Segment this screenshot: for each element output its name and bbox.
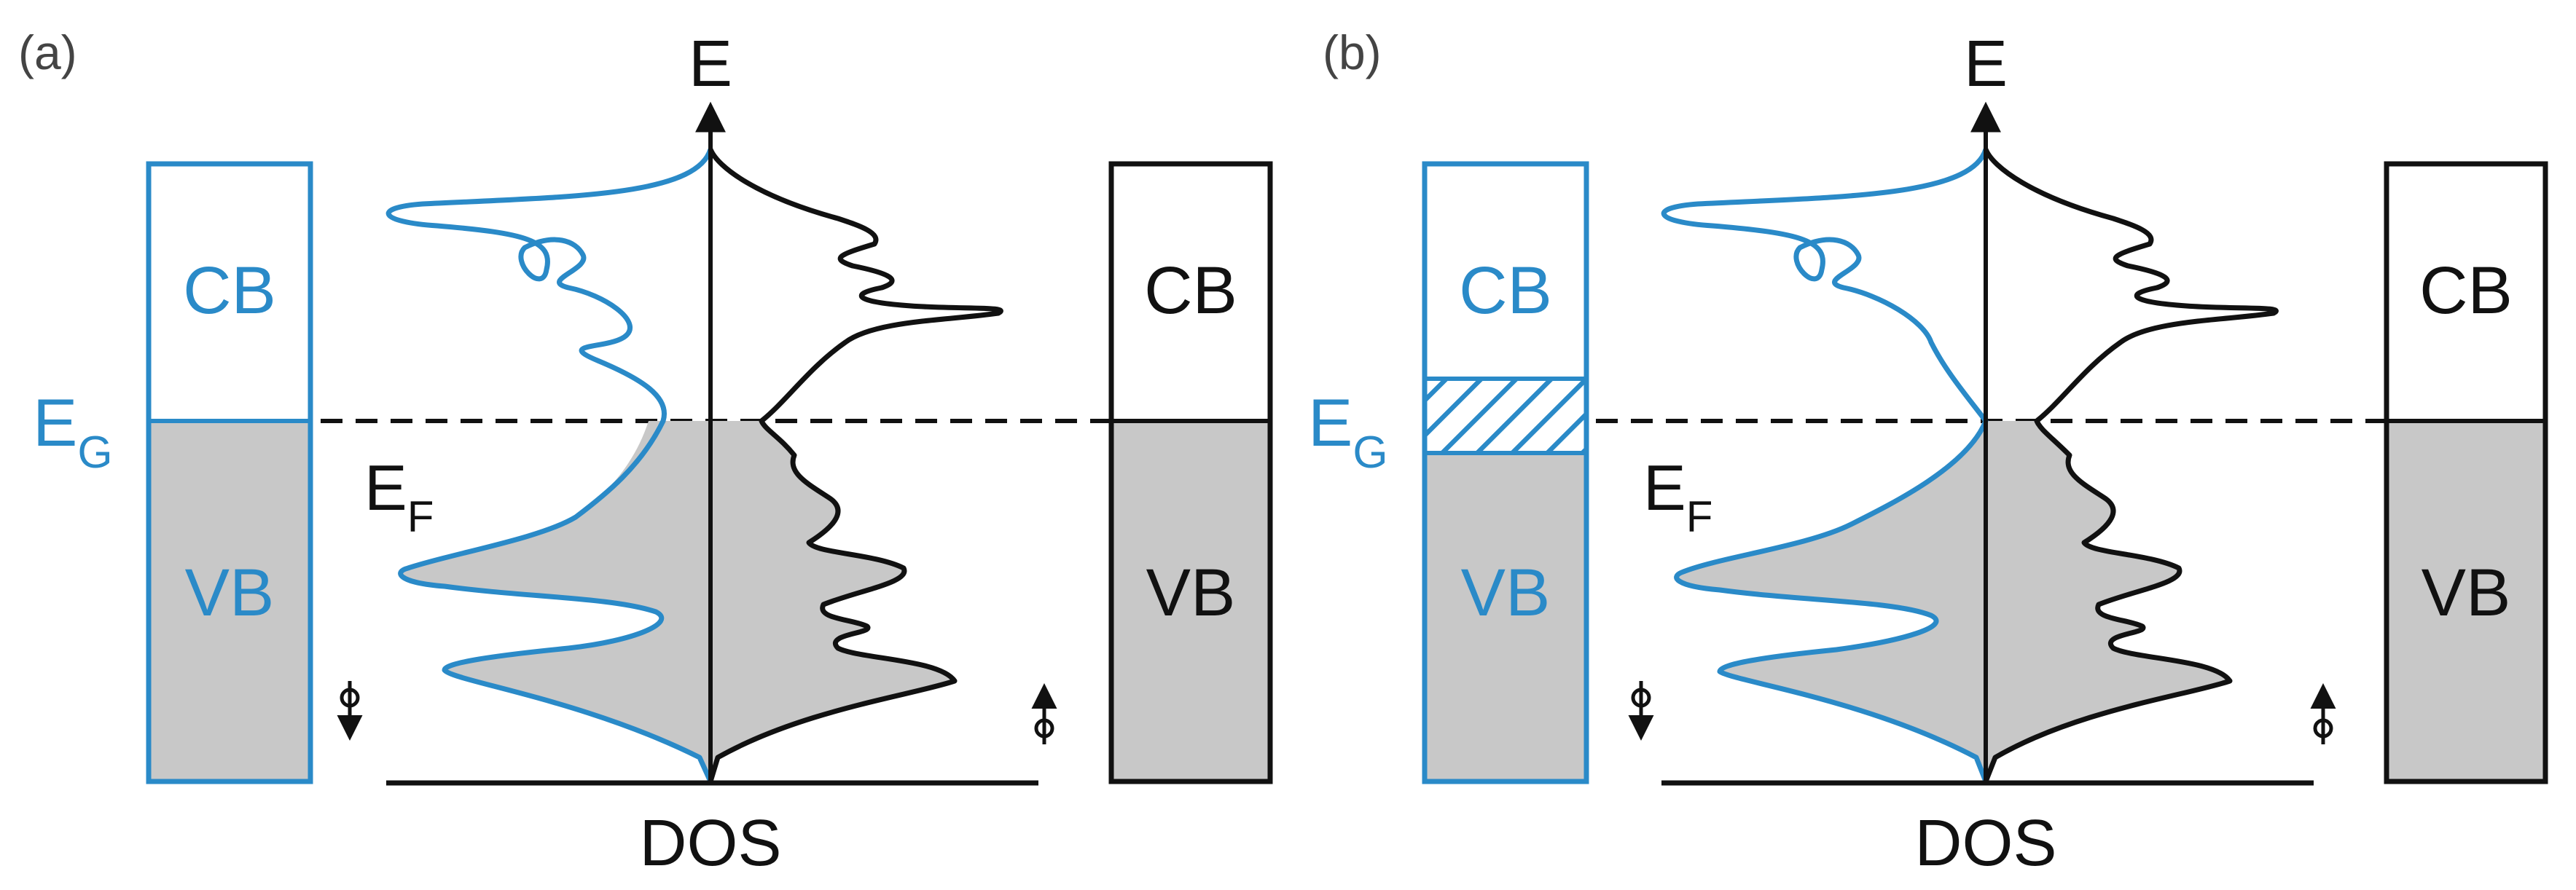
panel-a-energy-axis-label: E [689,28,732,101]
panel-b-left-box-outline [1422,161,1589,784]
panel-a-spin-up-dos-curve [708,148,1003,783]
panel-a: (a) CB VB EG EF E DOS [18,25,1273,880]
panel-a-fermi-label: EF [364,452,434,541]
panel-b-gap-symbol: E [1308,386,1352,460]
panel-b-right-band-box: CB VB [2384,161,2548,784]
panel-a-right-vb-fill [1111,421,1270,781]
panel-b-fermi-subscript: F [1686,492,1713,541]
panel-a-gap-label: EG [33,386,113,478]
panel-a-dos-label: DOS [639,807,781,880]
panel-a-left-vb-label: VB [185,556,275,630]
panel-a-fermi-subscript: F [407,492,434,541]
panel-b-dos-label: DOS [1914,807,2056,880]
panel-a-left-vb-fill [149,421,310,781]
panel-b-right-vb-fill [2387,421,2545,781]
panel-b-left-vb-label: VB [1461,556,1551,630]
panel-a-spin-down-icon [337,681,363,741]
panel-a-left-band-box: CB VB [146,161,313,784]
panel-b-right-vb-label: VB [2422,556,2511,630]
panel-a-spin-up-icon [1031,683,1057,744]
panel-a-right-vb-label: VB [1146,556,1236,630]
panel-a-gap-symbol: E [33,386,77,460]
panel-b-gap-label: EG [1308,386,1388,478]
panel-b-right-box-outline [2384,161,2548,784]
panel-b-occupied-dos-fill [1676,421,2230,781]
panel-a-right-cb-label: CB [1144,253,1237,328]
panel-b-fermi-symbol: E [1643,452,1686,524]
panel-b-tag: (b) [1323,25,1382,79]
panel-b-spin-up-icon [2310,683,2336,744]
panel-a-occupied-dos-fill [400,421,955,781]
panel-b-left-cb-label: CB [1459,253,1552,328]
panel-b-spin-up-dos-curve [1983,148,2279,783]
panel-a-left-box-outline [146,161,313,784]
panel-a-spin-down-dos-curve [385,148,713,783]
panel-b: (b) CB VB EG EF E DOS [1308,25,2548,880]
panel-a-tag: (a) [18,25,77,79]
panel-b-right-cb-label: CB [2419,253,2513,328]
panel-a-gap-subscript: G [77,428,112,478]
panel-b-fermi-label: EF [1643,452,1712,541]
panel-a-right-band-box: CB VB [1108,161,1273,784]
panel-a-left-cb-label: CB [183,253,276,328]
panel-a-right-box-outline [1108,161,1273,784]
panel-b-left-band-box: CB VB [1422,161,1589,784]
panel-b-left-vb-fill [1425,453,1586,781]
panel-b-gap-subscript: G [1352,428,1387,478]
panel-b-energy-axis-label: E [1964,28,2008,101]
panel-a-fermi-symbol: E [364,452,407,524]
panel-b-left-gap-states-hatch [1422,377,1589,455]
panel-b-spin-down-icon [1628,681,1654,741]
